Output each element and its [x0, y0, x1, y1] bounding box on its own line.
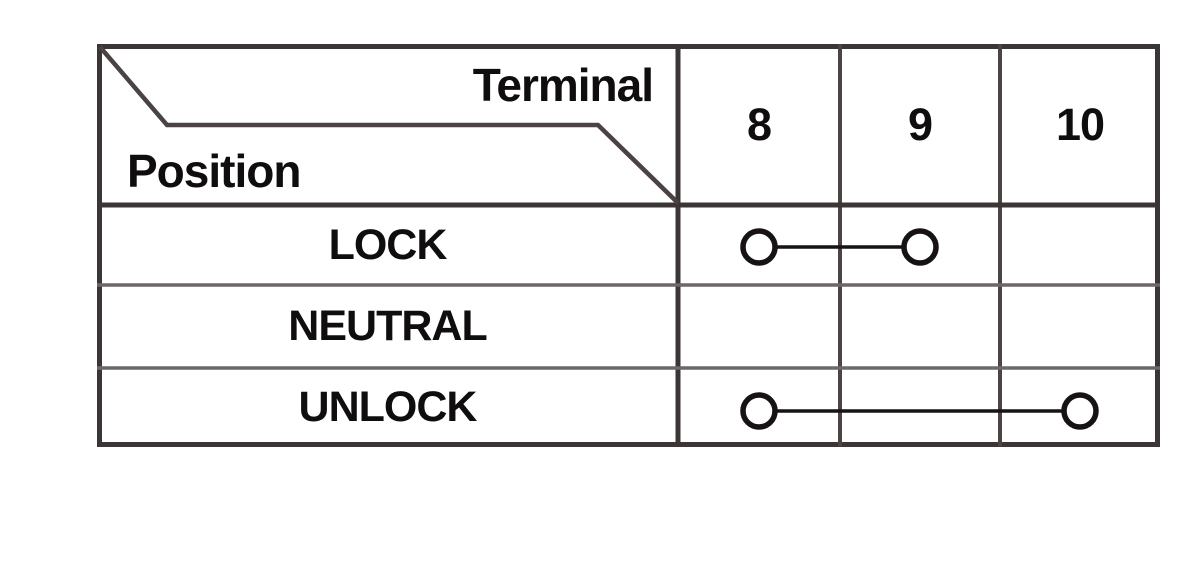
row-label-lock: LOCK: [328, 220, 448, 269]
table-outer-border: [97, 44, 1160, 447]
continuity-table: Terminal Position 8 9 10 LOCK NEUTRAL UN…: [97, 44, 1160, 447]
row-label-unlock: UNLOCK: [298, 383, 478, 431]
terminal-column-header-8: 8: [746, 98, 772, 150]
continuity-circle: [1061, 392, 1099, 430]
terminal-column-header-9: 9: [907, 98, 933, 150]
continuity-circle: [901, 228, 939, 266]
row-label-neutral: NEUTRAL: [288, 302, 487, 350]
terminal-header-label: Terminal: [472, 59, 654, 111]
position-header-label: Position: [127, 145, 301, 197]
table-grid: [97, 44, 1160, 447]
header-step-divider: [98, 45, 680, 205]
terminal-column-header-10: 10: [1055, 98, 1105, 150]
continuity-circle: [740, 228, 778, 266]
connector-layer: [740, 228, 1099, 430]
continuity-circle: [740, 392, 778, 430]
